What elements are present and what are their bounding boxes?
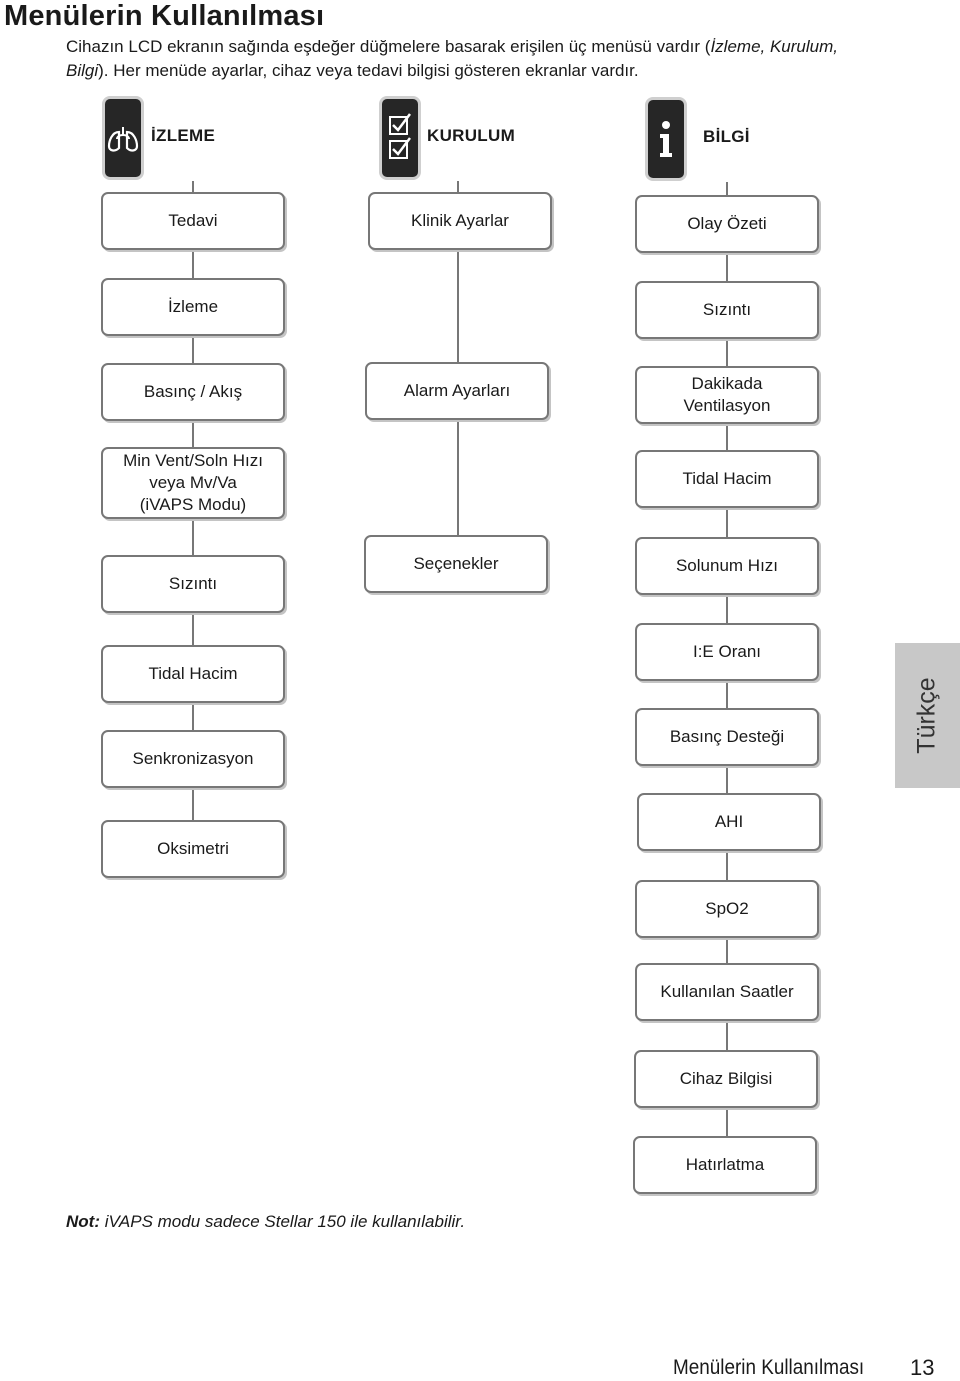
intro-text-1: Cihazın LCD ekranın sağında eşdeğer düğm… <box>66 37 711 56</box>
bilgi-item-dakikada-ventilasyon: Dakikada Ventilasyon <box>635 366 819 424</box>
intro-text-2: ). Her menüde ayarlar, cihaz veya tedavi… <box>98 61 639 80</box>
lungs-icon <box>105 99 141 177</box>
footnote-label: Not: <box>66 1212 100 1231</box>
bilgi-item-hatirlatma: Hatırlatma <box>633 1136 817 1194</box>
izleme-item-tidal-hacim: Tidal Hacim <box>101 645 285 703</box>
bilgi-item-olay-ozeti: Olay Özeti <box>635 195 819 253</box>
bilgi-item-ahi: AHI <box>637 793 821 851</box>
bilgi-item-cihaz-bilgisi: Cihaz Bilgisi <box>634 1050 818 1108</box>
checklist-icon <box>382 99 418 177</box>
kurulum-item-klinik-ayarlar: Klinik Ayarlar <box>368 192 552 250</box>
bilgi-item-sizinti: Sızıntı <box>635 281 819 339</box>
menu-label-izleme: İZLEME <box>151 126 216 145</box>
izleme-item-izleme: İzleme <box>101 278 285 336</box>
footer-section-title: Menülerin Kullanılması <box>673 1356 865 1379</box>
intro-menu-names: İzleme, Kurulum, Bilgi <box>66 37 838 80</box>
bilgi-item-basinc-destegi: Basınç Desteği <box>635 708 819 766</box>
izleme-item-sizinti: Sızıntı <box>101 555 285 613</box>
footer-page-number: 13 <box>910 1355 935 1380</box>
izleme-item-basinc-akis: Basınç / Akış <box>101 363 285 421</box>
bilgi-item-tidal-hacim: Tidal Hacim <box>635 450 819 508</box>
footnote: Not: iVAPS modu sadece Stellar 150 ile k… <box>66 1212 465 1232</box>
menu-label-kurulum: KURULUM <box>427 126 516 145</box>
bilgi-item-ie-orani: I:E Oranı <box>635 623 819 681</box>
kurulum-item-secenekler: Seçenekler <box>364 535 548 593</box>
izleme-item-oksimetri: Oksimetri <box>101 820 285 878</box>
page-title: Menülerin Kullanılması <box>4 0 325 32</box>
language-tab: Türkçe <box>895 643 960 788</box>
info-icon <box>648 100 684 178</box>
menu-label-bilgi: BİLGİ <box>703 127 750 146</box>
bilgi-item-solunum-hizi: Solunum Hızı <box>635 537 819 595</box>
footnote-text: iVAPS modu sadece Stellar 150 ile kullan… <box>99 1212 466 1231</box>
izleme-item-tedavi: Tedavi <box>101 192 285 250</box>
intro-paragraph: Cihazın LCD ekranın sağında eşdeğer düğm… <box>66 35 866 83</box>
izleme-item-senkronizasyon: Senkronizasyon <box>101 730 285 788</box>
bilgi-item-kullanilan-saatler: Kullanılan Saatler <box>635 963 819 1021</box>
kurulum-item-alarm-ayarlari: Alarm Ayarları <box>365 362 549 420</box>
language-tab-label: Türkçe <box>913 677 941 754</box>
izleme-item-min-vent: Min Vent/Soln Hızı veya Mv/Va (iVAPS Mod… <box>101 447 285 519</box>
